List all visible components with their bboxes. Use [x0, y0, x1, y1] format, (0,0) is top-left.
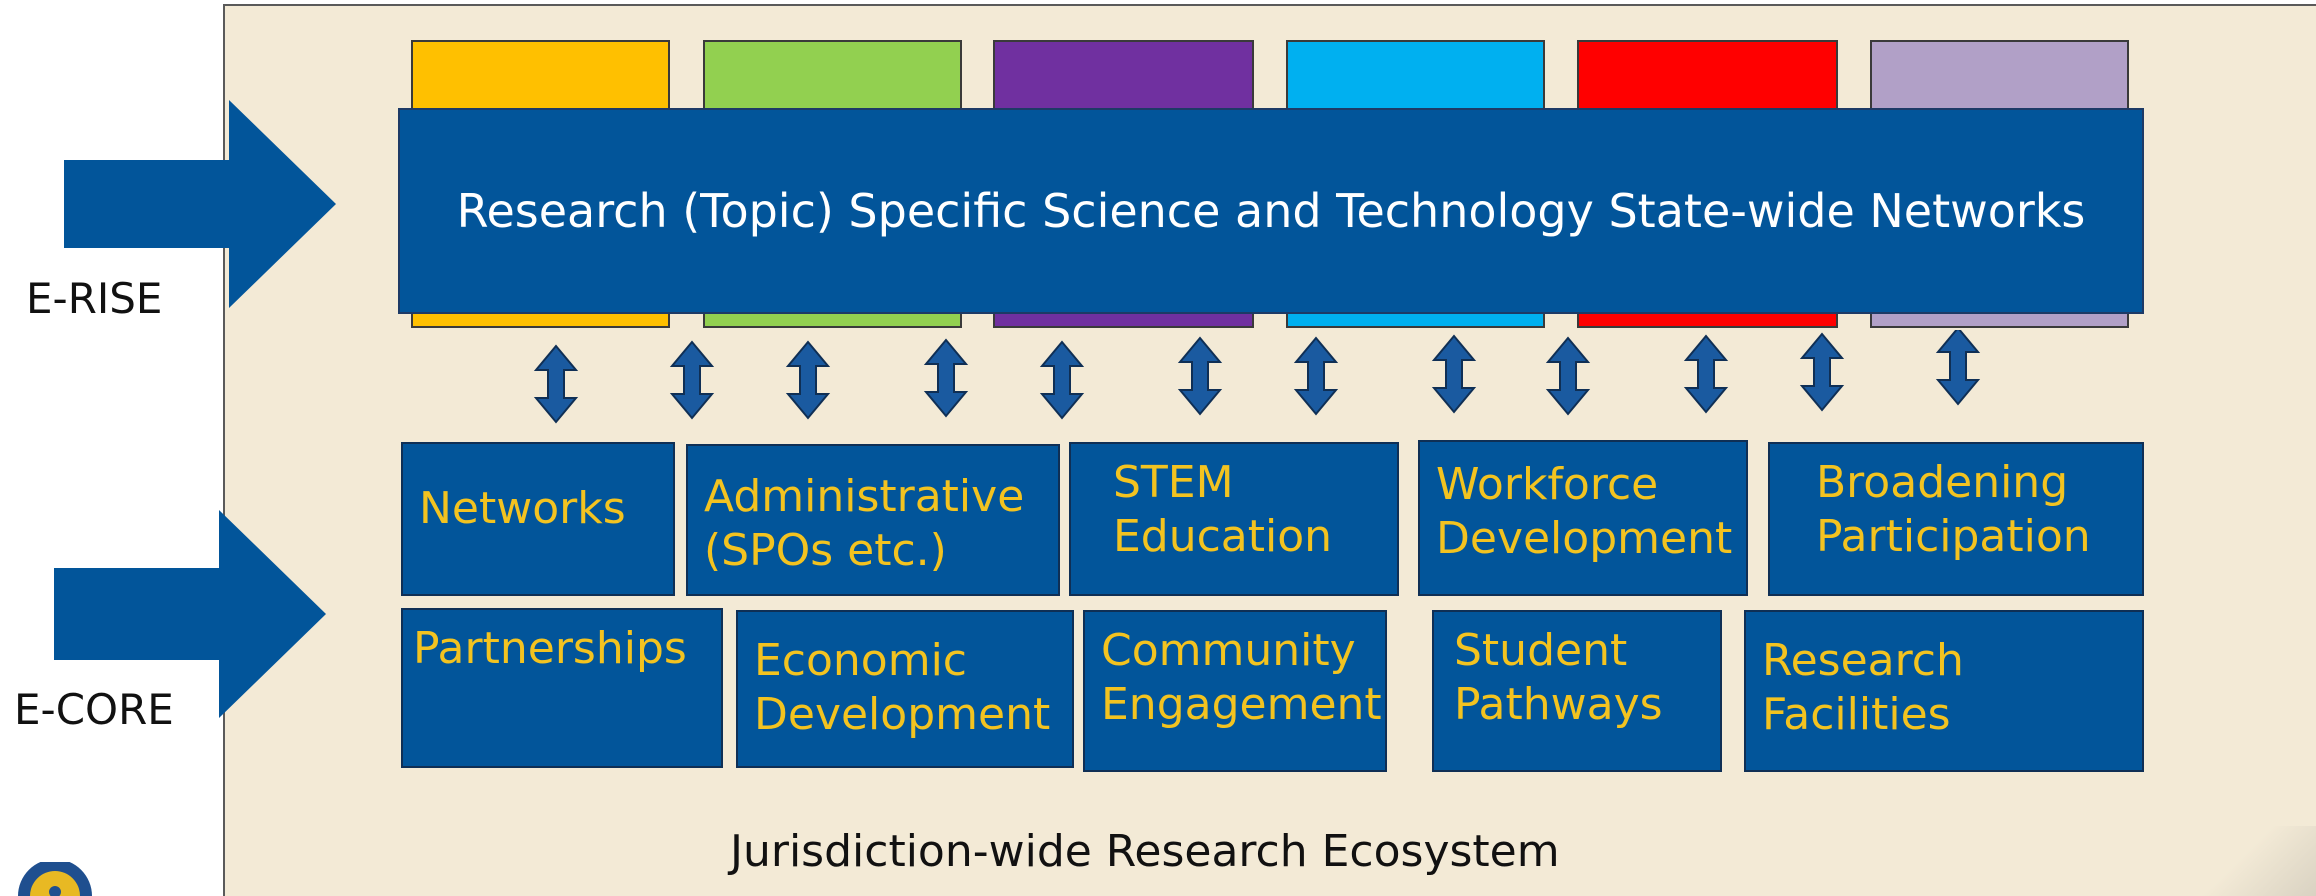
ecore-arrow-icon	[54, 510, 326, 718]
corner-decoration	[2196, 826, 2316, 896]
banner-text: Research (Topic) Specific Science and Te…	[456, 184, 2086, 238]
area-student-line1: Student	[1454, 625, 1628, 676]
area-broadening-participation: Broadening Participation	[1768, 442, 2144, 596]
double-arrow-icon	[535, 345, 577, 423]
double-arrow-icon	[1041, 341, 1083, 419]
area-student-pathways: Student Pathways	[1432, 610, 1722, 772]
area-partnerships: Partnerships	[401, 608, 723, 768]
double-arrow-icon	[925, 339, 967, 417]
double-arrow-icon	[1433, 335, 1475, 413]
double-arrow-icon	[1295, 337, 1337, 415]
ecosystem-label: Jurisdiction-wide Research Ecosystem	[730, 826, 1560, 877]
double-arrow-icon	[671, 341, 713, 419]
double-arrows	[535, 330, 1979, 423]
erise-label: E-RISE	[26, 274, 163, 323]
erise-arrow-icon	[64, 100, 336, 308]
networks-banner: Research (Topic) Specific Science and Te…	[398, 108, 2144, 314]
area-stem-line1: STEM	[1113, 457, 1234, 508]
logo-icon	[18, 862, 92, 896]
area-stem-line2: Education	[1113, 511, 1333, 562]
double-arrow-icon	[1937, 330, 1979, 405]
double-arrow-icon	[1801, 333, 1843, 411]
area-facilities-line1: Research	[1762, 635, 1964, 686]
area-student-line2: Pathways	[1454, 679, 1663, 730]
area-facilities-line2: Facilities	[1762, 689, 1951, 740]
area-administrative-line1: Administrative	[704, 471, 1025, 522]
area-workforce-line2: Development	[1436, 513, 1733, 564]
area-networks-text: Networks	[419, 483, 626, 534]
area-broadening-line1: Broadening	[1816, 457, 2069, 508]
area-community-engagement: Community Engagement	[1083, 610, 1387, 772]
area-stem-education: STEM Education	[1069, 442, 1399, 596]
ecore-label: E-CORE	[14, 685, 174, 734]
area-community-line1: Community	[1101, 625, 1356, 676]
double-arrow-icon	[1685, 335, 1727, 413]
area-partnerships-text: Partnerships	[413, 623, 687, 674]
area-workforce-line1: Workforce	[1436, 459, 1659, 510]
double-arrow-icon	[1179, 337, 1221, 415]
area-broadening-line2: Participation	[1816, 511, 2091, 562]
area-community-line2: Engagement	[1101, 679, 1382, 730]
area-research-facilities: Research Facilities	[1744, 610, 2144, 772]
area-economic-development: Economic Development	[736, 610, 1074, 768]
area-networks: Networks	[401, 442, 675, 596]
area-economic-line1: Economic	[754, 635, 967, 686]
area-administrative-line2: (SPOs etc.)	[704, 525, 947, 576]
double-arrow-icon	[1547, 337, 1589, 415]
area-economic-line2: Development	[754, 689, 1051, 740]
double-arrow-icon	[787, 341, 829, 419]
area-workforce-development: Workforce Development	[1418, 440, 1748, 596]
area-administrative: Administrative (SPOs etc.)	[686, 444, 1060, 596]
